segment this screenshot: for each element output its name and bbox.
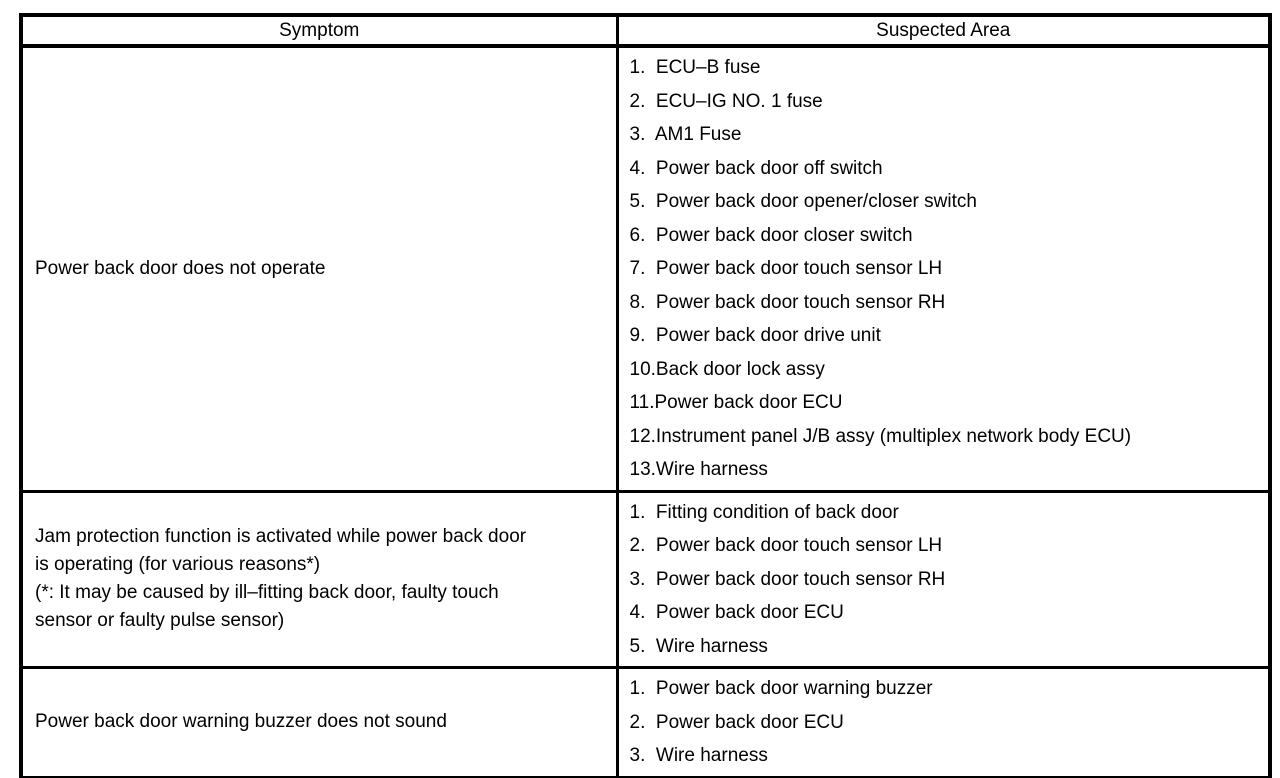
suspected-item: 13.Wire harness: [629, 459, 768, 480]
suspected-item: 3. AM1 Fuse: [629, 124, 742, 145]
suspected-item: 3. Wire harness: [629, 745, 768, 766]
table-row: Power back door does not operate 1. ECU–…: [19, 44, 1272, 493]
suspected-item: 9. Power back door drive unit: [629, 325, 881, 346]
suspected-item: 7. Power back door touch sensor LH: [629, 258, 943, 279]
suspected-item: 10.Back door lock assy: [629, 358, 825, 380]
symptom-line: Power back door does not operate: [35, 257, 326, 279]
table-row: Power back door warning buzzer does not …: [19, 666, 1272, 778]
suspected-item: 12.Instrument panel J/B assy (multiplex …: [629, 425, 1132, 447]
suspected-item: 6. Power back door closer switch: [629, 224, 913, 246]
table-row: Jam protection function is activated whi…: [19, 489, 1272, 669]
suspected-item: 1. Fitting condition of back door: [629, 501, 899, 523]
suspected-item: 4. Power back door off switch: [629, 157, 883, 179]
suspected-cell: 1. ECU–B fuse 2. ECU–IG NO. 1 fuse 3. AM1 …: [615, 44, 1272, 493]
symptom-cell: Jam protection function is activated whi…: [19, 489, 619, 669]
suspected-item: 8. Power back door touch sensor RH: [629, 291, 946, 313]
symptom-line: (*: It may be caused by ill–fitting back…: [35, 582, 499, 604]
symptom-line: Jam protection function is activated whi…: [35, 526, 527, 548]
suspected-item: 1. ECU–B fuse: [629, 57, 761, 78]
suspected-item: 11.Power back door ECU: [629, 392, 843, 413]
suspected-cell: 1. Fitting condition of back door 2. Powe…: [615, 489, 1272, 669]
suspected-item: 4. Power back door ECU: [629, 602, 844, 623]
suspected-cell: 1. Power back door warning buzzer 2. Powe…: [615, 666, 1272, 778]
symptom-suspected-area-table: Symptom Suspected Area Power back door d…: [19, 13, 1272, 778]
symptom-line: Power back door warning buzzer does not …: [35, 711, 447, 733]
suspected-item: 5. Power back door opener/closer switch: [629, 191, 977, 212]
suspected-item: 2. ECU–IG NO. 1 fuse: [629, 90, 823, 112]
table-body: Power back door does not operate 1. ECU–…: [19, 44, 1272, 778]
symptom-cell: Power back door warning buzzer does not …: [19, 666, 619, 778]
suspected-item: 1. Power back door warning buzzer: [629, 678, 933, 699]
suspected-item: 2. Power back door touch sensor LH: [629, 535, 943, 556]
suspected-item: 3. Power back door touch sensor RH: [629, 568, 946, 590]
suspected-item: 5. Wire harness: [629, 635, 768, 657]
symptom-line: sensor or faulty pulse sensor): [35, 610, 285, 632]
suspected-area-column-header: Suspected Area: [615, 13, 1272, 48]
symptom-column-header: Symptom: [19, 13, 619, 48]
header-row: Symptom Suspected Area: [19, 13, 1272, 48]
symptom-line: is operating (for various reasons*): [35, 554, 321, 576]
suspected-item: 2. Power back door ECU: [629, 711, 844, 733]
table-header: Symptom Suspected Area: [19, 13, 1272, 48]
symptom-cell: Power back door does not operate: [19, 44, 619, 493]
